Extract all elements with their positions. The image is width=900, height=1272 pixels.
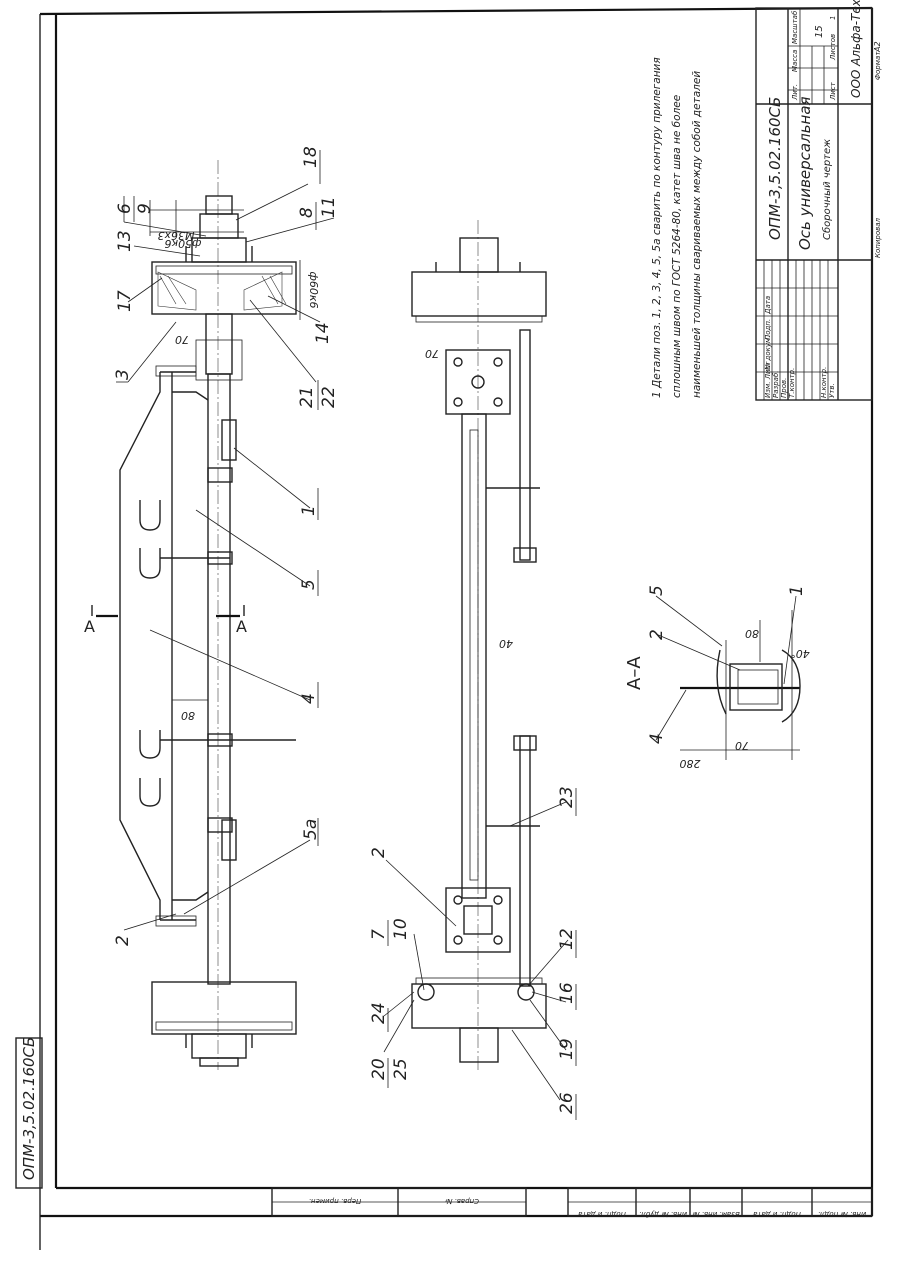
scale-label: Масштаб	[791, 10, 799, 44]
pos-9: 9	[135, 203, 155, 214]
note-line-1: сплошным швом по ГОСТ 5264-80, катет шва…	[671, 95, 683, 398]
side-stamp-field-4: Подп. и дата	[578, 1210, 626, 1218]
side-stamp-field-top-0: Справ. №	[445, 1197, 479, 1205]
role-5: Н.контр.	[820, 367, 828, 398]
company-name: ООО Альфа-Техник	[849, 0, 863, 98]
pos-11: 11	[319, 196, 339, 218]
pos-7: 7	[369, 929, 389, 940]
role-6: Утв.	[828, 383, 836, 398]
pos-13: 13	[115, 230, 135, 252]
pos-2c: 2	[647, 629, 667, 640]
format-value: А2	[873, 41, 882, 53]
pos-6: 6	[115, 203, 135, 214]
pos-21: 21	[297, 386, 317, 408]
dim-d60: ф60к6	[307, 271, 320, 308]
dim-s80: 80	[745, 627, 759, 640]
pos-2b: 2	[369, 847, 389, 858]
dim-s70: 70	[735, 739, 749, 752]
scale-value: 15	[814, 25, 825, 38]
title-name: Ось универсальная	[796, 96, 814, 250]
copied-label: Копировал	[874, 217, 882, 258]
side-stamp-field-0: Инв. № подл.	[818, 1210, 866, 1218]
role-3: Т.контр.	[788, 368, 796, 398]
sheet-label: Лист	[829, 81, 837, 101]
section-label: А–А	[624, 656, 645, 690]
pos-4: 4	[299, 693, 319, 704]
pos-1: 1	[299, 505, 319, 516]
position-underlines	[133, 150, 577, 1120]
section-cut-label-a: А	[84, 617, 95, 636]
dim-d50: ф50к6	[164, 237, 201, 250]
format-label: Формат	[874, 51, 882, 80]
rotated-designation-box: ОПМ-3,5.02.160СБ	[15, 1037, 43, 1189]
dim-s40deg: 40°	[790, 647, 810, 660]
doc-header-0: № докум.	[764, 335, 772, 371]
pos-23: 23	[557, 786, 577, 808]
pos-20: 20	[369, 1058, 389, 1080]
dim-s280: 280	[680, 757, 701, 770]
sheets-count: 1	[829, 16, 837, 20]
front-view	[91, 160, 297, 1070]
pos-26: 26	[557, 1092, 577, 1114]
pos-1b: 1	[787, 585, 807, 596]
title-designation: ОПМ-3,5.02.160СБ	[766, 97, 784, 240]
pos-12: 12	[557, 928, 577, 950]
pos-10: 10	[391, 918, 411, 940]
dim-70b: 70	[425, 347, 439, 360]
pos-22: 22	[319, 386, 339, 408]
letter-label: Лит.	[791, 84, 799, 101]
pos-16: 16	[557, 982, 577, 1004]
note-line-0: 1 Детали поз. 1, 2, 3, 4, 5, 5а сварить …	[651, 57, 663, 398]
pos-5b: 5	[647, 585, 667, 596]
pos-14: 14	[313, 322, 333, 344]
title-subtitle: Сборочный чертеж	[821, 139, 833, 240]
title-block: ОПМ-3,5.02.160СБ Ось универсальная Сборо…	[755, 0, 882, 401]
note-line-2: наименьшей толщины свариваемых между соб…	[691, 71, 703, 398]
pos-18: 18	[301, 146, 321, 168]
pos-25: 25	[391, 1058, 411, 1080]
pos-2: 2	[113, 935, 133, 946]
mass-label: Масса	[791, 50, 799, 72]
pos-3: 3	[113, 369, 133, 380]
pos-17: 17	[115, 290, 135, 312]
dim-80: 80	[181, 709, 195, 722]
pos-4b: 4	[647, 733, 667, 744]
role-0: Изм. Лист	[764, 361, 772, 398]
doc-header-2: Дата	[764, 296, 772, 315]
dim-70a: 70	[175, 333, 189, 346]
section-a-a	[680, 610, 801, 760]
sheets-label: Листов	[829, 34, 837, 61]
side-stamp-field-3: Инв. № дубл.	[639, 1210, 687, 1218]
side-stamp-field-2: Взам. инв. №	[692, 1210, 740, 1218]
leaders	[116, 183, 797, 1101]
pos-5a: 5а	[301, 819, 321, 840]
rotated-designation: ОПМ-3,5.02.160СБ	[20, 1037, 38, 1180]
technical-notes: 1 Детали поз. 1, 2, 3, 4, 5, 5а сварить …	[651, 57, 703, 398]
role-2: Пров.	[780, 378, 788, 398]
doc-header-1: Подп.	[764, 319, 772, 340]
pos-8: 8	[297, 207, 317, 218]
front-view-dimensions	[149, 200, 301, 701]
side-stamp: Справ. № Перв. примен. Инв. № подл. Подп…	[271, 1187, 873, 1218]
pos-5: 5	[299, 579, 319, 590]
position-numbers: 3 17 13 6 9 18 8 11 14 21 22 1 5 4 5а 2 …	[113, 146, 807, 1114]
dim-40: 40	[499, 637, 513, 650]
top-view	[411, 220, 547, 1070]
side-stamp-field-top-1: Перв. примен.	[309, 1197, 362, 1205]
section-cut-label-b: А	[236, 617, 247, 636]
role-1: Разраб.	[772, 370, 780, 398]
side-stamp-field-1: Подп. и дата	[753, 1210, 801, 1218]
pos-24: 24	[369, 1002, 389, 1024]
pos-19: 19	[557, 1038, 577, 1060]
